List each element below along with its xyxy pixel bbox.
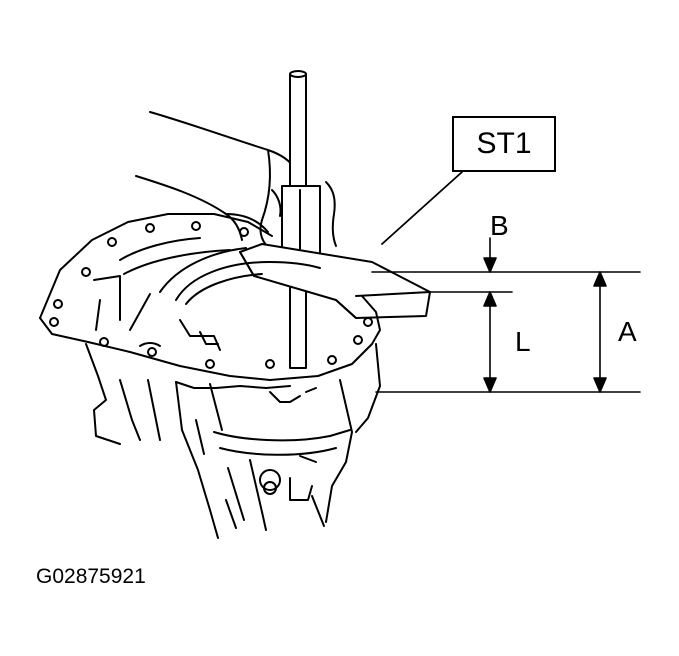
st1-label: ST1 bbox=[476, 127, 532, 160]
measuring-rod bbox=[281, 70, 321, 369]
dimension-a-label: A bbox=[618, 316, 637, 347]
dimension-a-arrows bbox=[593, 271, 607, 393]
dimension-lines bbox=[371, 271, 641, 393]
dimension-l-label: L bbox=[515, 326, 531, 357]
st1-label-box: ST1 bbox=[452, 116, 556, 172]
straight-edge-bar bbox=[239, 243, 431, 319]
dimension-b-label: B bbox=[490, 210, 509, 241]
case-bore bbox=[93, 237, 321, 351]
case-body bbox=[85, 343, 381, 539]
figure-code: G02875921 bbox=[36, 565, 146, 588]
case-flange bbox=[39, 213, 381, 381]
st1-leader-line bbox=[381, 171, 463, 245]
dimension-b-arrows bbox=[483, 237, 497, 393]
